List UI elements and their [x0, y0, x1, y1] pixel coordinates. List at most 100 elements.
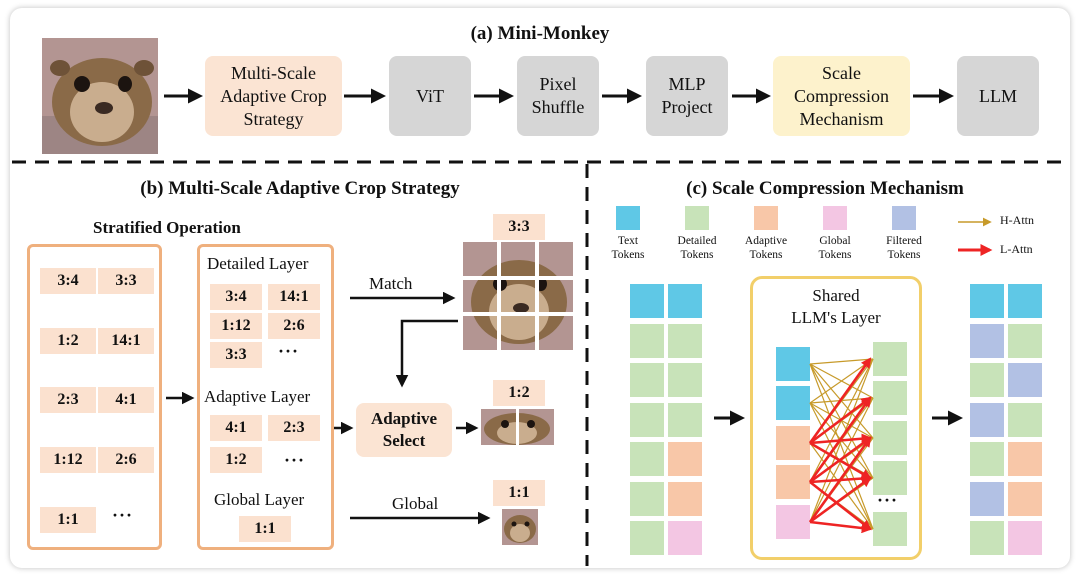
adaptive-layer-ellipsis: ···: [284, 450, 306, 470]
legend-swatch-1: [685, 206, 709, 230]
output-token-r3-c0: [970, 403, 1004, 437]
input-token-r0-c1: [668, 284, 702, 318]
crop-grid-photo: [463, 242, 573, 350]
detailed-ratio-2: 1:12: [210, 313, 262, 339]
pipeline-stage-4-line-2: Mechanism: [799, 108, 884, 129]
legend-label-0-line-0: Text: [617, 235, 639, 247]
shared-left-token-4: [776, 505, 810, 539]
legend-swatch-3: [823, 206, 847, 230]
h-attn-label: H-Attn: [1000, 213, 1034, 227]
detailed-layer-label: Detailed Layer: [207, 254, 309, 273]
layers-frame: [197, 244, 334, 550]
output-token-r0-c0: [970, 284, 1004, 318]
section-c-title: (c) Scale Compression Mechanism: [686, 178, 964, 199]
input-token-r2-c1: [668, 363, 702, 397]
shared-right-token-2: [873, 421, 907, 455]
output-token-r2-c0: [970, 363, 1004, 397]
shared-left-token-2: [776, 426, 810, 460]
section-b-title: (b) Multi-Scale Adaptive Crop Strategy: [140, 178, 460, 199]
stratified-operation-title: Stratified Operation: [93, 218, 241, 237]
detailed-ratio-1: 14:1: [268, 284, 320, 310]
legend-label-4-line-1: Tokens: [887, 249, 921, 261]
legend-swatch-2: [754, 206, 778, 230]
adaptive-layer-label: Adaptive Layer: [204, 387, 311, 406]
input-image-guinea-pig: [42, 38, 158, 154]
global-layer-label: Global Layer: [214, 490, 305, 509]
shared-right-token-3: [873, 461, 907, 495]
adaptive-select-line-2: Select: [382, 431, 426, 450]
output-token-r0-c1: [1008, 284, 1042, 318]
legend-swatch-0: [616, 206, 640, 230]
shared-title-line-2: LLM's Layer: [791, 308, 881, 327]
pipeline-stage-4-line-0: Scale: [822, 62, 861, 83]
input-token-r3-c0: [630, 403, 664, 437]
stratified-ratio-0: 3:4: [40, 268, 96, 294]
shared-title-line-1: Shared: [812, 286, 860, 305]
input-token-r5-c0: [630, 482, 664, 516]
legend-label-1-line-0: Detailed: [677, 235, 717, 247]
pipeline-stage-2-line-0: Pixel: [539, 74, 577, 94]
stratified-ratio-1: 3:3: [98, 268, 154, 294]
shared-right-token-4: [873, 512, 907, 546]
shared-llm-layer-title: Shared LLM's Layer: [791, 285, 880, 329]
section-a-title: (a) Mini-Monkey: [470, 23, 610, 44]
stratified-ratio-5: 4:1: [98, 387, 154, 413]
shared-right-token-1: [873, 381, 907, 415]
legend-label-2-line-0: Adaptive: [744, 235, 788, 247]
input-token-r4-c1: [668, 442, 702, 476]
pipeline-stage-3-line-1: Project: [661, 97, 713, 117]
pipeline-stage-5: LLM: [957, 56, 1039, 136]
crop-1x1-image: [502, 509, 538, 545]
output-token-r6-c0: [970, 521, 1004, 555]
crop-1x2-image: [481, 409, 554, 445]
shared-left-token-0: [776, 347, 810, 381]
match-label: Match: [369, 274, 413, 293]
stratified-frame: [27, 244, 162, 550]
input-token-r0-c0: [630, 284, 664, 318]
input-token-r3-c1: [668, 403, 702, 437]
adaptive-ratio-1: 2:3: [268, 415, 320, 441]
input-token-r1-c0: [630, 324, 664, 358]
shared-layer-ellipsis: ···: [877, 490, 899, 510]
legend-swatch-4: [892, 206, 916, 230]
output-token-r4-c0: [970, 442, 1004, 476]
legend-label-1-line-1: Tokens: [680, 249, 714, 261]
legend-label-2-line-1: Tokens: [749, 249, 783, 261]
detailed-ratio-4: 3:3: [210, 342, 262, 368]
pipeline-stage-0-line-0: Multi-Scale: [231, 62, 316, 83]
result-ratio-1-2: 1:2: [493, 380, 545, 406]
pipeline-stage-4-line-1: Compression: [793, 85, 889, 106]
legend-label-3-line-1: Tokens: [818, 249, 852, 261]
pipeline-stage-2-line-1: Shuffle: [531, 97, 585, 117]
detailed-ratio-3: 2:6: [268, 313, 320, 339]
shared-left-token-3: [776, 465, 810, 499]
stratified-ratio-6: 1:12: [40, 447, 96, 473]
input-token-r1-c1: [668, 324, 702, 358]
global-label: Global: [392, 494, 439, 513]
input-token-r2-c0: [630, 363, 664, 397]
shared-llm-layer-frame: [750, 276, 922, 560]
input-token-r5-c1: [668, 482, 702, 516]
shared-left-token-1: [776, 386, 810, 420]
adaptive-select-box: Adaptive Select: [356, 403, 452, 457]
adaptive-select-line-1: Adaptive: [370, 409, 438, 428]
crop-1x1-photo: [502, 509, 538, 545]
output-token-r1-c1: [1008, 324, 1042, 358]
pipeline-stage-0-line-1: Adaptive Crop: [220, 85, 327, 106]
stratified-ratio-8: 1:1: [40, 507, 96, 533]
detailed-layer-ellipsis: ···: [278, 341, 300, 361]
pipeline-stage-1-line-0: ViT: [416, 85, 444, 106]
output-token-r6-c1: [1008, 521, 1042, 555]
legend-label-0-line-1: Tokens: [611, 249, 645, 261]
stratified-ratio-2: 1:2: [40, 328, 96, 354]
pipeline-stage-5-line-0: LLM: [979, 85, 1017, 106]
